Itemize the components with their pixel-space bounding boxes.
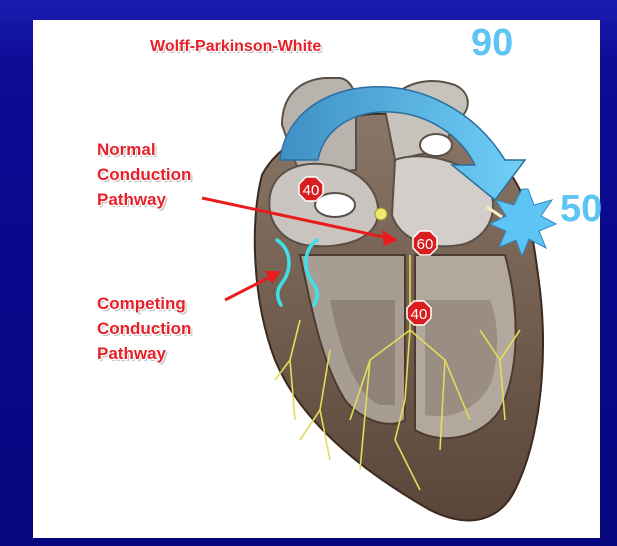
normal-pathway-line-3: Pathway <box>97 187 237 212</box>
competing-pathway-line-2: Conduction <box>97 316 237 341</box>
normal-pathway-line-2: Conduction <box>97 162 237 187</box>
competing-pathway-line-3: Pathway <box>97 341 237 366</box>
competing-pathway-label: Competing Conduction Pathway <box>97 291 237 366</box>
rate-label-right: 50 <box>560 188 602 231</box>
normal-pathway-line-1: Normal <box>97 137 237 162</box>
sa-node <box>375 208 387 220</box>
badge-label-ventricular: 40 <box>411 306 428 323</box>
rate-badge-atrial: 40 <box>299 177 323 201</box>
rate-badge-ventricular: 40 <box>407 301 431 325</box>
vessel-opening <box>420 134 452 156</box>
diagram-title: Wolff-Parkinson-White <box>150 34 321 59</box>
rate-badge-av-node: 60 <box>413 231 437 255</box>
badge-label-av-node: 60 <box>417 236 434 253</box>
normal-pathway-label: Normal Conduction Pathway <box>97 137 237 212</box>
badge-label-atrial: 40 <box>303 182 320 199</box>
competing-pathway-line-1: Competing <box>97 291 237 316</box>
rate-label-top: 90 <box>471 22 513 65</box>
